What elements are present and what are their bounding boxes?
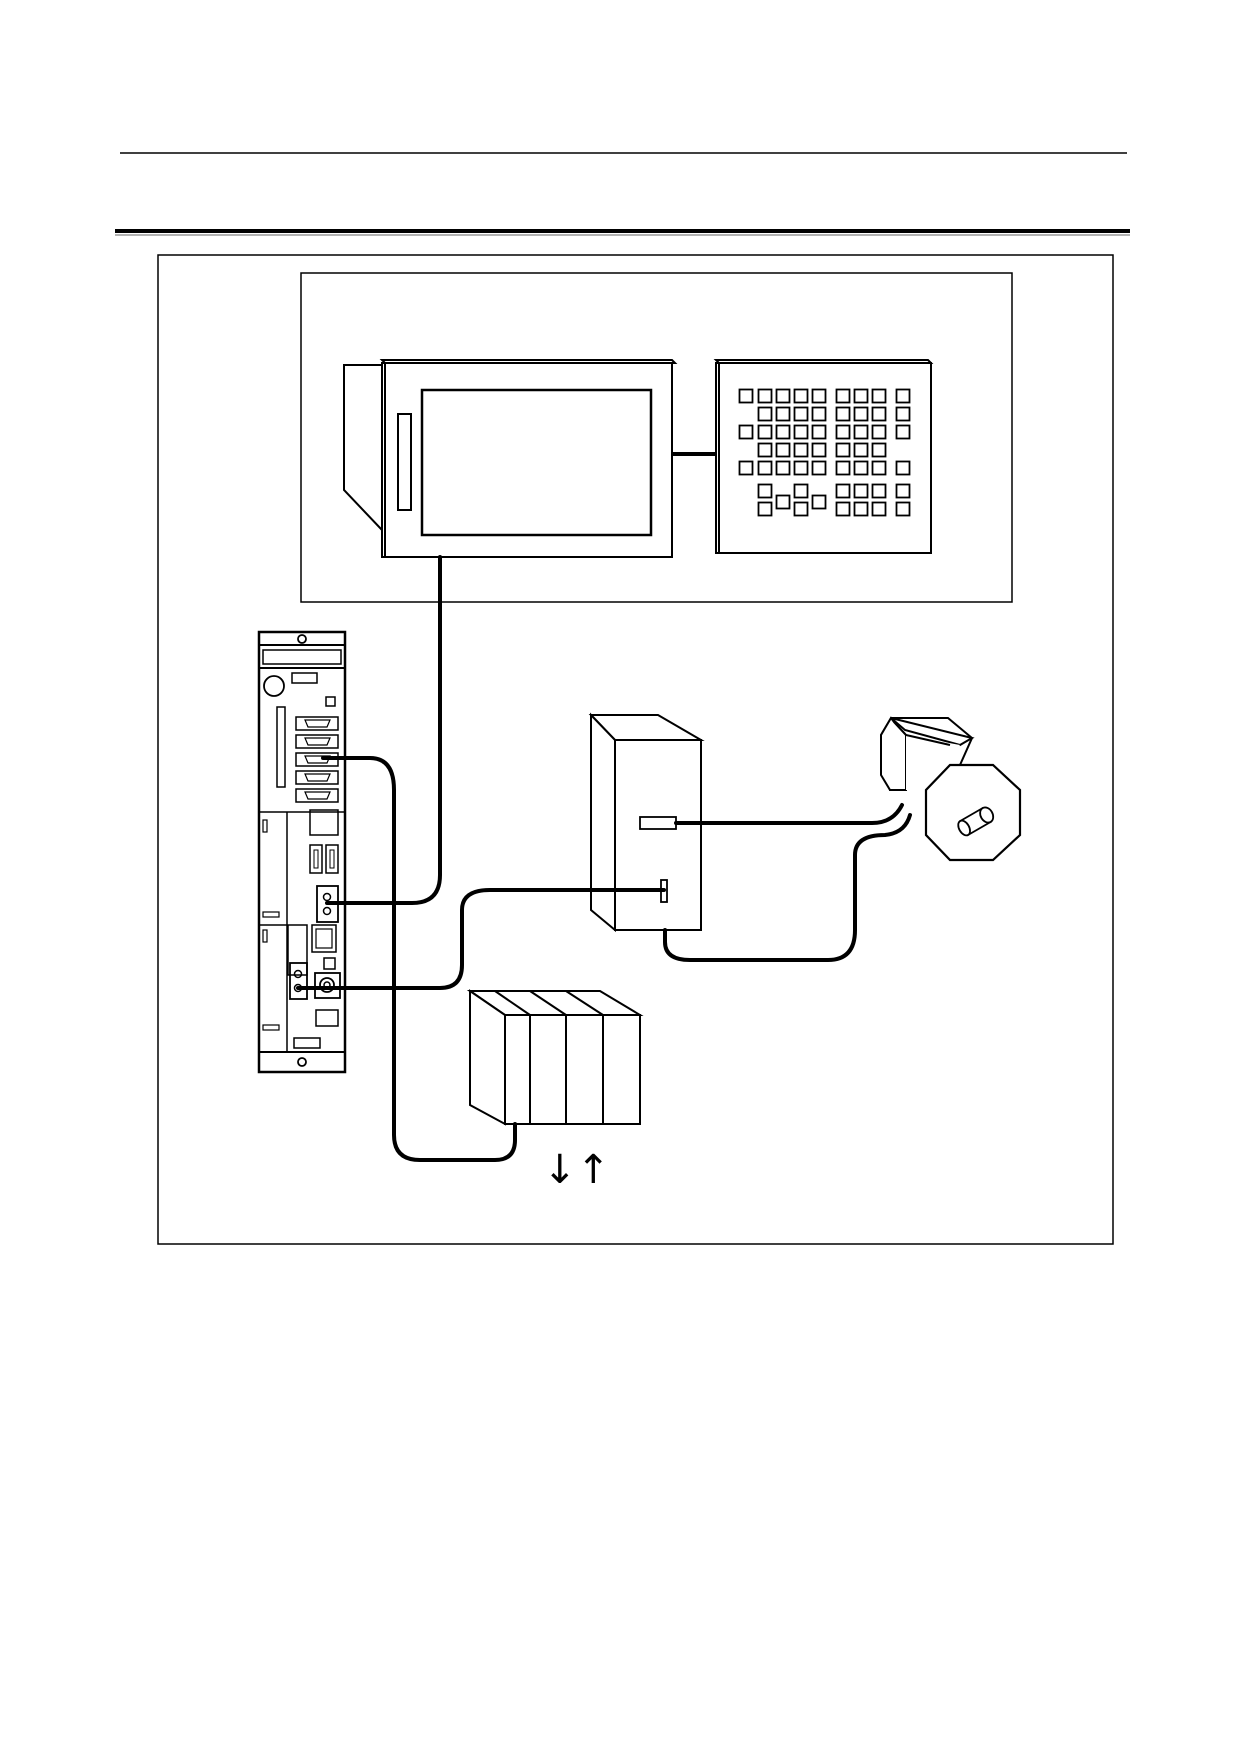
mdi-key bbox=[811, 424, 827, 440]
mdi-key bbox=[793, 460, 809, 476]
io-unit bbox=[466, 989, 644, 1126]
mdi-key bbox=[757, 388, 773, 404]
mdi-key bbox=[793, 406, 809, 422]
mdi-key bbox=[793, 483, 809, 499]
mdi-key bbox=[811, 406, 827, 422]
mdi-key bbox=[853, 483, 869, 499]
cnc-battery bbox=[263, 675, 285, 697]
motor-feedback-cable bbox=[663, 813, 912, 962]
mdi-key bbox=[871, 483, 887, 499]
mdi-key bbox=[775, 388, 791, 404]
mdi-key bbox=[853, 406, 869, 422]
mdi-key bbox=[775, 494, 791, 510]
cnc-top-screw bbox=[297, 634, 307, 644]
cnc-top-label-plate bbox=[262, 649, 342, 665]
operator-panel-enclosure bbox=[300, 272, 1013, 603]
display-to-cnc-cable bbox=[325, 555, 442, 905]
mdi-key bbox=[757, 460, 773, 476]
mdi-key bbox=[757, 501, 773, 517]
servo-amplifier bbox=[588, 712, 705, 933]
mdi-key bbox=[757, 406, 773, 422]
mdi-key bbox=[895, 406, 911, 422]
mdi-key bbox=[871, 424, 887, 440]
mdi-key bbox=[853, 388, 869, 404]
mdi-key bbox=[871, 388, 887, 404]
servo-motor bbox=[879, 716, 1022, 862]
mdi-keypad bbox=[738, 388, 911, 517]
mdi-key bbox=[738, 460, 754, 476]
mdi-key bbox=[757, 442, 773, 458]
mdi-key bbox=[793, 388, 809, 404]
display-softkey-strip bbox=[397, 413, 412, 511]
mdi-key bbox=[895, 501, 911, 517]
cnc-to-io-link-cable bbox=[321, 756, 517, 1162]
display-screen bbox=[420, 388, 653, 537]
mdi-key bbox=[793, 442, 809, 458]
mdi-keyboard-unit bbox=[713, 359, 934, 554]
mdi-key bbox=[835, 406, 851, 422]
diagram-frame bbox=[157, 254, 1114, 1245]
mdi-key bbox=[835, 388, 851, 404]
mdi-key bbox=[835, 460, 851, 476]
amplifier-to-motor-power-cable bbox=[674, 803, 904, 825]
mdi-key bbox=[871, 442, 887, 458]
mdi-key bbox=[871, 460, 887, 476]
cnc-to-amplifier-fsssb-cable bbox=[296, 888, 666, 990]
mdi-key bbox=[895, 424, 911, 440]
mdi-key bbox=[835, 424, 851, 440]
cnc-bottom-screw bbox=[297, 1057, 307, 1067]
mdi-key bbox=[895, 460, 911, 476]
motor-shaft bbox=[957, 806, 995, 837]
mdi-key bbox=[835, 483, 851, 499]
io-signal-arrows: ↓↑ bbox=[543, 1147, 610, 1193]
mdi-key bbox=[757, 424, 773, 440]
mdi-key bbox=[793, 424, 809, 440]
mdi-key bbox=[775, 442, 791, 458]
mdi-key bbox=[775, 406, 791, 422]
cnc-io-link-connector bbox=[289, 962, 308, 1000]
mdi-key bbox=[811, 388, 827, 404]
mdi-key bbox=[853, 424, 869, 440]
mdi-key bbox=[895, 483, 911, 499]
mdi-key bbox=[757, 483, 773, 499]
mdi-key bbox=[811, 494, 827, 510]
mdi-key bbox=[811, 442, 827, 458]
mdi-key bbox=[853, 442, 869, 458]
mdi-key bbox=[738, 424, 754, 440]
mdi-key bbox=[738, 388, 754, 404]
mdi-key bbox=[853, 501, 869, 517]
cables bbox=[296, 555, 912, 1162]
mdi-key bbox=[835, 442, 851, 458]
cnc-control-unit bbox=[257, 630, 347, 1074]
mdi-key bbox=[895, 388, 911, 404]
motor-flange bbox=[924, 763, 1022, 862]
mdi-key bbox=[775, 460, 791, 476]
mdi-key bbox=[871, 406, 887, 422]
mdi-key bbox=[871, 501, 887, 517]
mdi-key bbox=[775, 424, 791, 440]
mdi-key bbox=[835, 501, 851, 517]
mdi-key bbox=[793, 501, 809, 517]
display-unit bbox=[343, 359, 678, 558]
mdi-key bbox=[811, 460, 827, 476]
mdi-key bbox=[853, 460, 869, 476]
cnc-card-slot bbox=[276, 706, 286, 788]
